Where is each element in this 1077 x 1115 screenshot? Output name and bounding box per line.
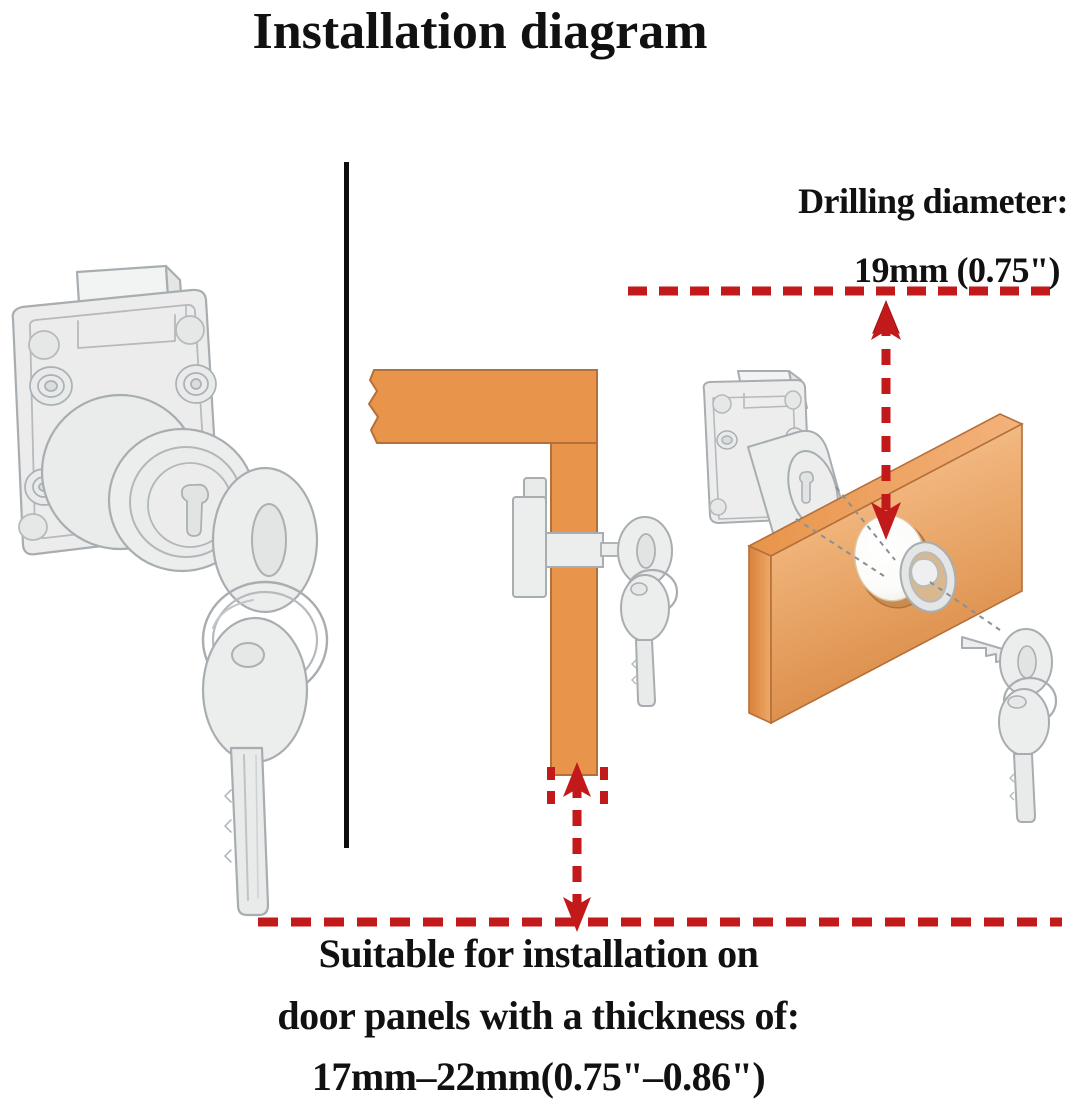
left-lock-illustration (11, 264, 329, 917)
drilling-diameter-label-line2: 19mm (0.75") (854, 250, 1060, 290)
thickness-dimension-marker (547, 762, 608, 932)
page-title: Installation diagram (252, 3, 708, 60)
center-cross-section (367, 369, 679, 776)
vertical-divider (344, 162, 349, 848)
thickness-label-line2: door panels with a thickness of: (277, 993, 800, 1038)
drilling-diameter-label-line1: Drilling diameter: (798, 181, 1068, 221)
right-door-panel (747, 413, 1024, 725)
thickness-label-line3: 17mm–22mm(0.75"–0.86") (311, 1054, 766, 1099)
right-keys (961, 628, 1058, 823)
drilling-dimension-marker (628, 286, 1062, 540)
thickness-label-line1: Suitable for installation on (318, 931, 759, 976)
